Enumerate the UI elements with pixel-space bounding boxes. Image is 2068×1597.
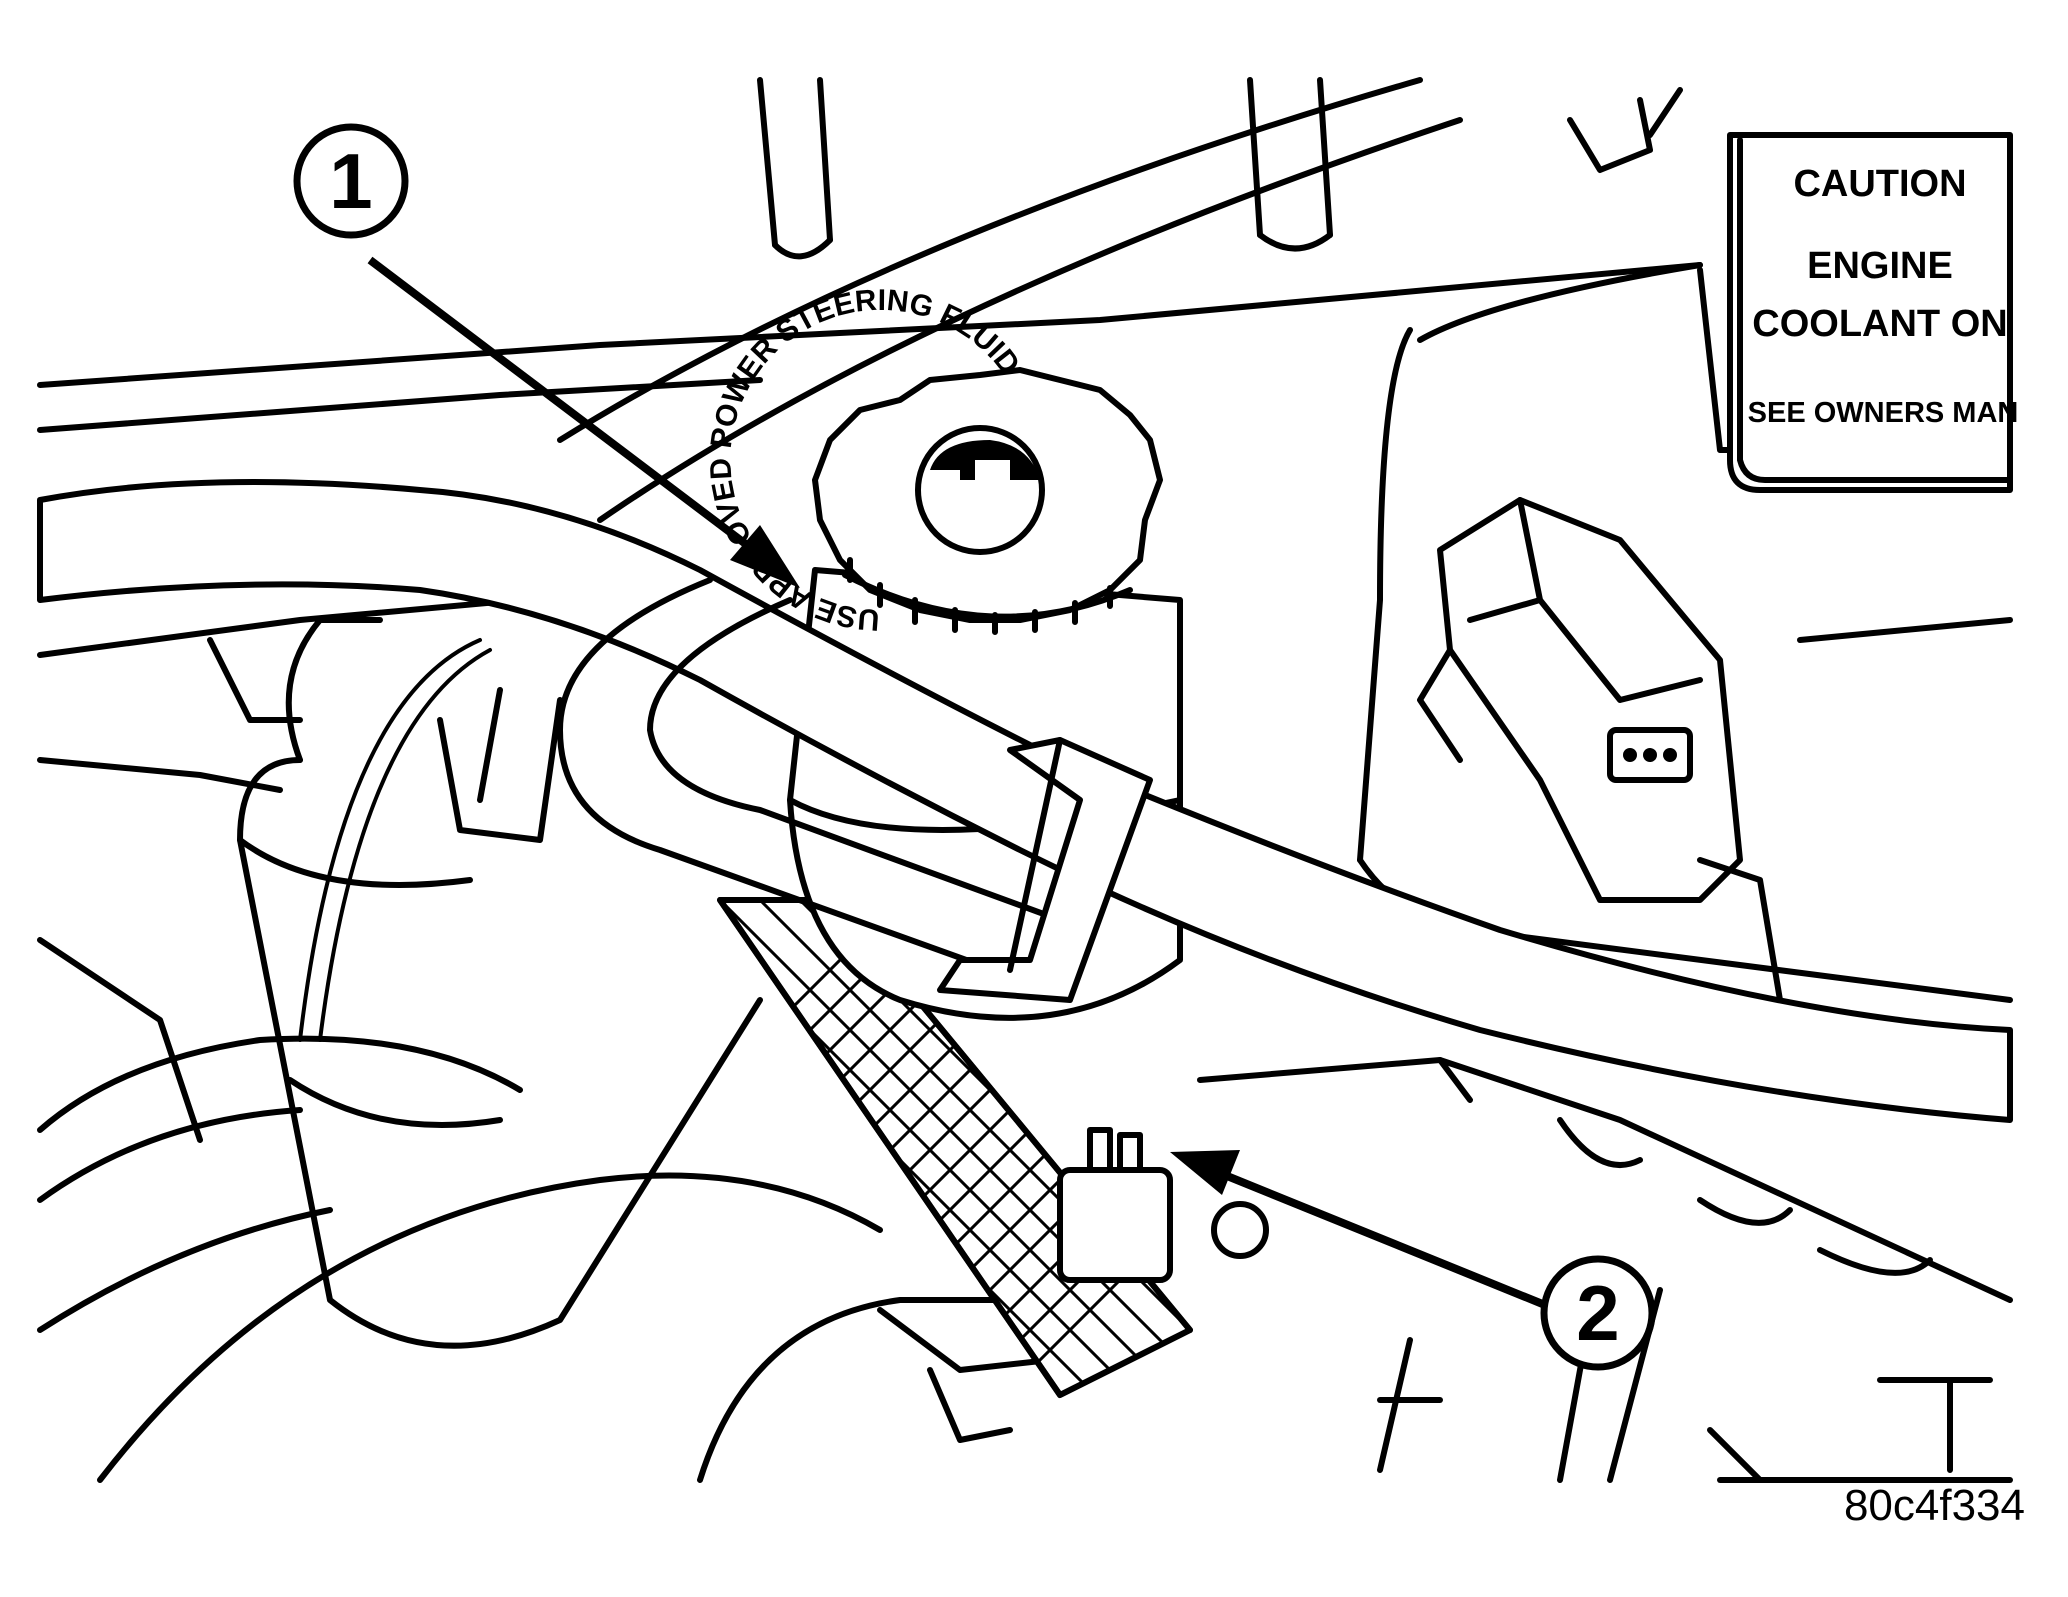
caution-line-3: COOLANT ON [1752,303,2007,345]
callout-1-number: 1 [329,137,372,225]
main-hose [37,479,2013,1123]
engine-background-lines [37,77,2013,1483]
reservoir-cap: USE APPROVED POWER STEERING FLUID [704,284,1163,636]
figure-reference: 80c4f334 [1844,1377,2025,1530]
hose-strap [937,737,1153,1003]
callout-2-circle [1540,1255,1656,1371]
caution-line-2: ENGINE [1807,245,1953,287]
callout-2-number: 2 [1576,1269,1619,1357]
caution-label: CAUTION ENGINE COOLANT ON SEE OWNERS MAN [1727,132,2019,493]
callout-1-circle [293,123,409,239]
filter-canister [207,617,763,1349]
caution-line-4: SEE OWNERS MAN [1748,397,2019,429]
callout-2-leader [1198,1161,1547,1309]
electrical-connector [1417,497,1783,1003]
caution-line-1: CAUTION [1793,163,1966,205]
callout-1-leader [367,256,783,574]
figure-id: 80c4f334 [1844,1481,2025,1530]
callout-1: 1 [293,123,800,588]
callout-2: 2 [1170,1150,1656,1371]
callout-2-arrowhead [1170,1150,1240,1195]
sensor-connector [1057,1127,1173,1283]
callout-1-arrowhead [730,525,800,588]
